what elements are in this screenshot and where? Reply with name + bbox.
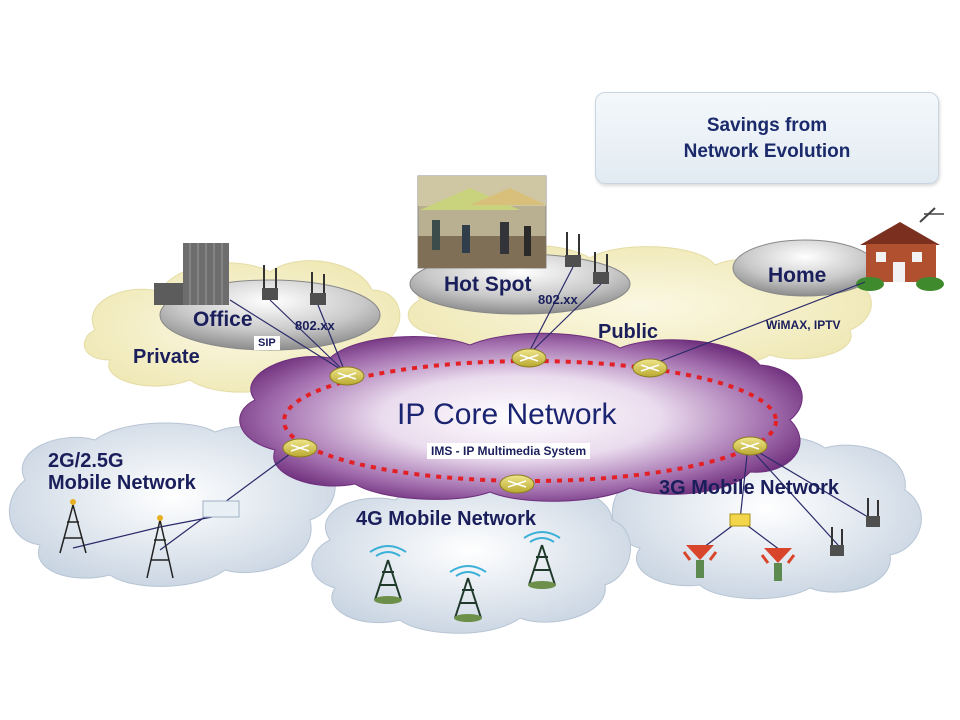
ip-core-cloud — [239, 332, 803, 502]
connection-lines — [72, 266, 874, 551]
core-ring — [282, 359, 778, 483]
callout-line-1: Savings from — [706, 115, 828, 136]
office-access-point-1-icon — [262, 265, 278, 300]
2g-controller-icon — [202, 500, 240, 518]
core-title: IP Core Network — [397, 398, 617, 431]
office-wifi-label: 802.xx — [295, 318, 335, 333]
hotspot-label: Hot Spot — [444, 273, 532, 296]
mobile-4g-cloud — [311, 481, 631, 634]
core-subtitle: IMS - IP Multimedia System — [427, 443, 591, 459]
3g-node-2-icon — [760, 548, 796, 581]
4g-tower-1-icon — [369, 545, 407, 604]
home-house-icon — [856, 207, 944, 291]
savings-callout: Savings from Network Evolution — [595, 92, 939, 184]
office-label: Office — [193, 308, 253, 331]
callout-line-2: Network Evolution — [683, 141, 851, 162]
router-4g-icon — [499, 474, 535, 494]
private-label: Private — [133, 346, 200, 368]
hotspot-cafe-image — [417, 175, 547, 269]
home-link-label: WiMAX, IPTV — [766, 318, 841, 332]
hotspot-access-point-1-icon — [565, 232, 581, 267]
router-hotspot-icon — [511, 348, 547, 368]
office-building-icon — [154, 243, 229, 305]
mobile-2g-label-line-2: Mobile Network — [48, 472, 196, 494]
home-label: Home — [768, 264, 827, 287]
public-label: Public — [598, 321, 659, 343]
sip-label: SIP — [254, 336, 280, 350]
router-office-icon — [329, 366, 365, 386]
office-access-point-2-icon — [310, 272, 326, 305]
mobile-2g-label-line-1: 2G/2.5G — [48, 450, 124, 472]
4g-tower-3-icon — [523, 531, 561, 589]
mobile-4g-label: 4G Mobile Network — [356, 508, 537, 530]
3g-node-1-icon — [682, 545, 718, 578]
mobile-2g-cloud — [9, 422, 336, 587]
mobile-3g-label: 3G Mobile Network — [659, 477, 840, 499]
router-home-icon — [632, 358, 668, 378]
router-3g-icon — [732, 436, 768, 456]
3g-controller-icon — [729, 513, 751, 527]
hotspot-access-point-2-icon — [593, 252, 609, 284]
hotspot-wifi-label: 802.xx — [538, 292, 578, 307]
router-2g-icon — [282, 438, 318, 458]
2g-tower-2-icon — [146, 515, 174, 579]
3g-access-point-2-icon — [866, 498, 880, 527]
2g-tower-1-icon — [59, 499, 87, 554]
3g-access-point-1-icon — [830, 527, 844, 556]
4g-tower-2-icon — [449, 565, 487, 622]
